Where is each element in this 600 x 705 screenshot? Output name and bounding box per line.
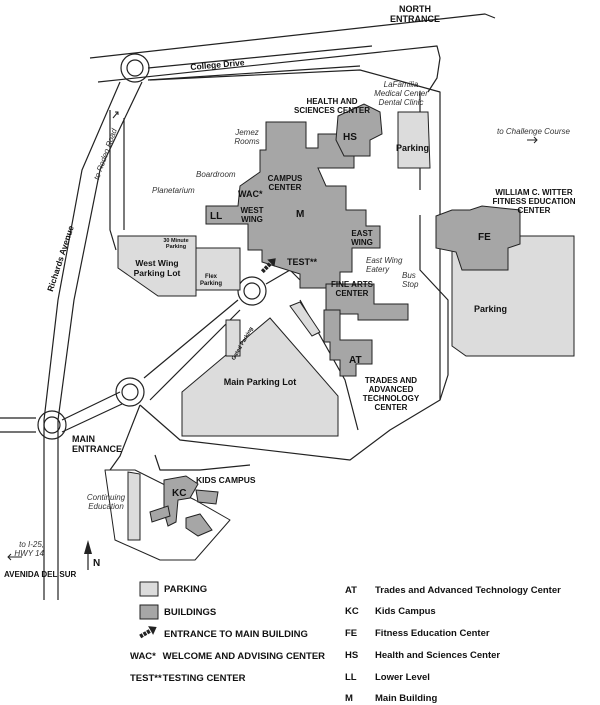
- legend-def-text: Kids Campus: [375, 606, 436, 617]
- ww-lot-label: West Wing Parking Lot: [133, 258, 181, 278]
- legend-wac-abbr: WAC*: [130, 651, 156, 662]
- richards-avenue: [43, 81, 143, 600]
- west-wing-label: WEST WING: [240, 206, 264, 224]
- building-hs: [335, 103, 383, 157]
- parking-flex-lot: [195, 247, 241, 291]
- wac-label: WAC*: [238, 189, 263, 199]
- legend-entrance-arrow-icon: [139, 626, 157, 639]
- avenida-del-sur-label: AVENIDA DEL SUR: [4, 570, 77, 579]
- legend-def: HS Health and Sciences Center: [345, 650, 500, 661]
- legend-parking-swatch: [139, 581, 159, 597]
- main-entrance-label: MAIN ENTRANCE: [72, 434, 123, 454]
- parking-kids-lot: [127, 471, 141, 541]
- main-entrance-road: [0, 391, 123, 433]
- legend-def-abbr: FE: [345, 628, 358, 639]
- legend-def-text: Lower Level: [375, 672, 430, 683]
- east-parking-label: Parking: [474, 304, 508, 314]
- legend-buildings-text: BUILDINGS: [164, 607, 217, 618]
- legend-def-abbr: HS: [345, 650, 359, 661]
- legend-test-text: TESTING CENTER: [162, 673, 246, 684]
- i25-label: to I-25, HWY 14: [14, 540, 44, 558]
- legend-def-text: Fitness Education Center: [375, 628, 490, 639]
- legend-def-text: Trades and Advanced Technology Center: [375, 585, 561, 596]
- hs-label: HS: [343, 132, 357, 143]
- ll-label: LL: [210, 211, 223, 222]
- college-drive: [147, 45, 373, 81]
- north-entrance-label: NORTH ENTRANCE: [389, 4, 440, 24]
- m-label: M: [296, 209, 305, 220]
- legend-def-abbr: AT: [345, 585, 357, 596]
- jemez-rooms-label: Jemez Rooms: [234, 128, 260, 146]
- east-wing-eatery-label: East Wing Eatery: [366, 256, 403, 274]
- east-wing-label: EAST WING: [351, 229, 373, 247]
- witter-label: WILLIAM C. WITTER FITNESS EDUCATION CENT…: [492, 188, 576, 215]
- main-lot-label: Main Parking Lot: [223, 377, 297, 387]
- legend-def: AT Trades and Advanced Technology Center: [345, 585, 561, 596]
- ring-road: [139, 69, 441, 461]
- legend-wac-text: WELCOME AND ADVISING CENTER: [162, 651, 326, 662]
- planetarium-label: Planetarium: [152, 186, 195, 195]
- legend-def: KC Kids Campus: [345, 606, 436, 617]
- parking-ww-lot: [117, 235, 197, 297]
- compass-label: N: [93, 558, 101, 569]
- legend-def: M Main Building: [345, 693, 437, 704]
- bus-stop-label: Bus Stop: [402, 271, 419, 289]
- kids-campus-label: KIDS CAMPUS: [196, 475, 256, 485]
- legend-def: FE Fitness Education Center: [345, 628, 490, 639]
- legend-entrance-text: ENTRANCE TO MAIN BUILDING: [164, 629, 308, 640]
- legend-def: LL Lower Level: [345, 672, 430, 683]
- north-road: [89, 13, 496, 93]
- boardroom-label: Boardroom: [196, 170, 236, 179]
- tatc-label: TRADES AND ADVANCED TECHNOLOGY CENTER: [362, 376, 420, 412]
- parking-hsc-lot: [397, 111, 431, 169]
- legend-def-abbr: M: [345, 693, 353, 704]
- flex-parking-label: Flex Parking: [199, 274, 222, 287]
- legend-wac: WAC* WELCOME AND ADVISING CENTER: [130, 651, 325, 662]
- hsc-label: HEALTH AND SCIENCES CENTER: [293, 97, 370, 115]
- legend-test-abbr: TEST**: [130, 673, 162, 684]
- at-label: AT: [349, 355, 362, 366]
- entrance-arrow-map: [260, 258, 276, 274]
- kc-label: KC: [172, 488, 187, 499]
- legend-test: TEST** TESTING CENTER: [130, 673, 246, 684]
- building-at: [323, 309, 373, 377]
- parking-gated: [225, 319, 241, 357]
- legend-parking-text: PARKING: [164, 584, 208, 595]
- building-fe: [435, 205, 521, 271]
- min30-parking-label: 30 Minute Parking: [163, 238, 189, 250]
- compass-arrow-icon: [84, 540, 92, 570]
- parking-main-lot: [181, 317, 339, 437]
- legend-def-text: Health and Sciences Center: [375, 650, 501, 661]
- test-label: TEST**: [287, 257, 318, 267]
- lafamilia-label: LaFamilia Medical Center Dental Clinic: [374, 80, 428, 107]
- challenge-course-label: to Challenge Course: [497, 127, 570, 136]
- continuing-education-label: Continuing Education: [86, 493, 126, 511]
- legend-def-text: Main Building: [375, 693, 438, 704]
- legend-def-abbr: LL: [345, 672, 357, 683]
- hsc-parking-label: Parking: [396, 143, 430, 153]
- fe-label: FE: [478, 232, 491, 243]
- legend-building-swatch: [139, 604, 159, 620]
- fine-arts-label: FINE ARTS CENTER: [331, 280, 373, 298]
- campus-center-label: CAMPUS CENTER: [267, 174, 303, 192]
- legend-def-abbr: KC: [345, 606, 359, 617]
